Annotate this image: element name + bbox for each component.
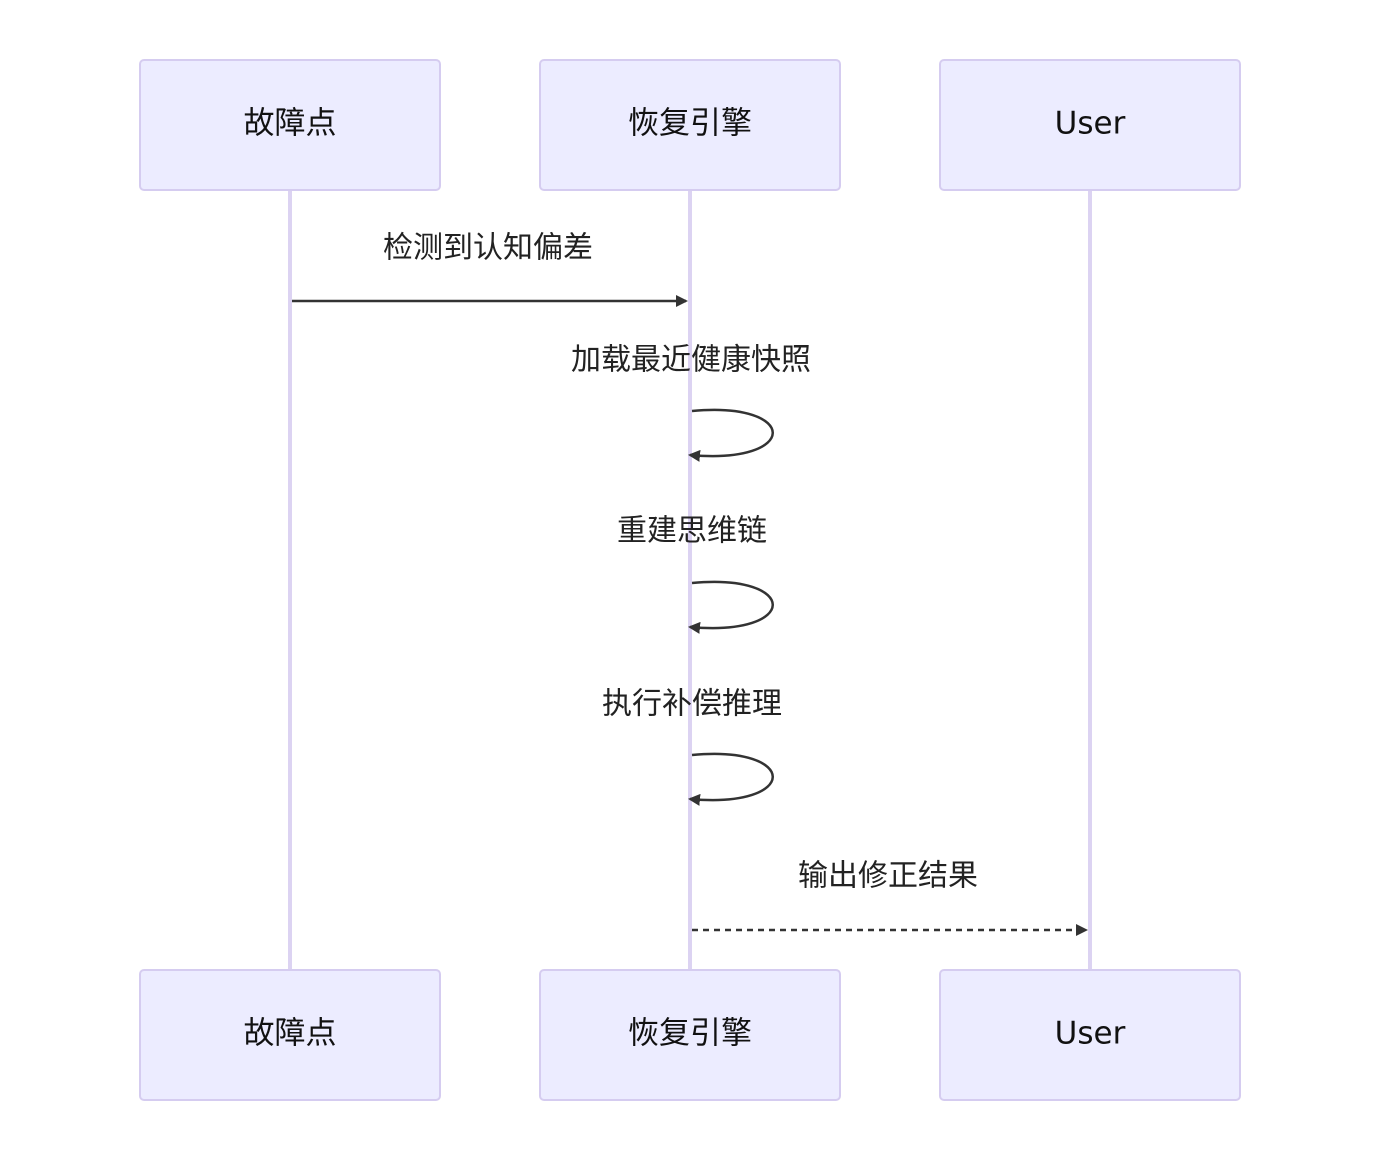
message-output-result: 输出修正结果 (692, 859, 1088, 936)
self-loop-arrow (688, 580, 774, 634)
message-label: 重建思维链 (617, 514, 767, 549)
message-label: 输出修正结果 (798, 859, 978, 894)
message-rebuild-chain: 重建思维链 (617, 514, 774, 634)
self-loop-arrow (688, 752, 774, 806)
message-label: 加载最近健康快照 (571, 343, 811, 378)
actor-label: 恢复引擎 (628, 1016, 752, 1052)
message-label: 检测到认知偏差 (383, 231, 593, 266)
message-load-snapshot: 加载最近健康快照 (571, 343, 811, 462)
actor-top-engine: 恢复引擎 (539, 59, 841, 191)
message-detect-bias: 检测到认知偏差 (292, 231, 688, 307)
actor-top-fault: 故障点 (139, 59, 441, 191)
actor-top-user: User (939, 59, 1241, 191)
actor-label: 恢复引擎 (628, 106, 752, 142)
actor-label: User (1055, 1016, 1126, 1052)
message-compensate-reasoning: 执行补偿推理 (602, 687, 782, 806)
self-loop-arrow (688, 408, 774, 462)
actor-bottom-user: User (939, 969, 1241, 1101)
actor-bottom-fault: 故障点 (139, 969, 441, 1101)
actor-label: 故障点 (244, 1016, 337, 1052)
actor-label: User (1055, 106, 1126, 142)
actor-bottom-engine: 恢复引擎 (539, 969, 841, 1101)
message-label: 执行补偿推理 (602, 687, 782, 722)
actor-label: 故障点 (244, 106, 337, 142)
